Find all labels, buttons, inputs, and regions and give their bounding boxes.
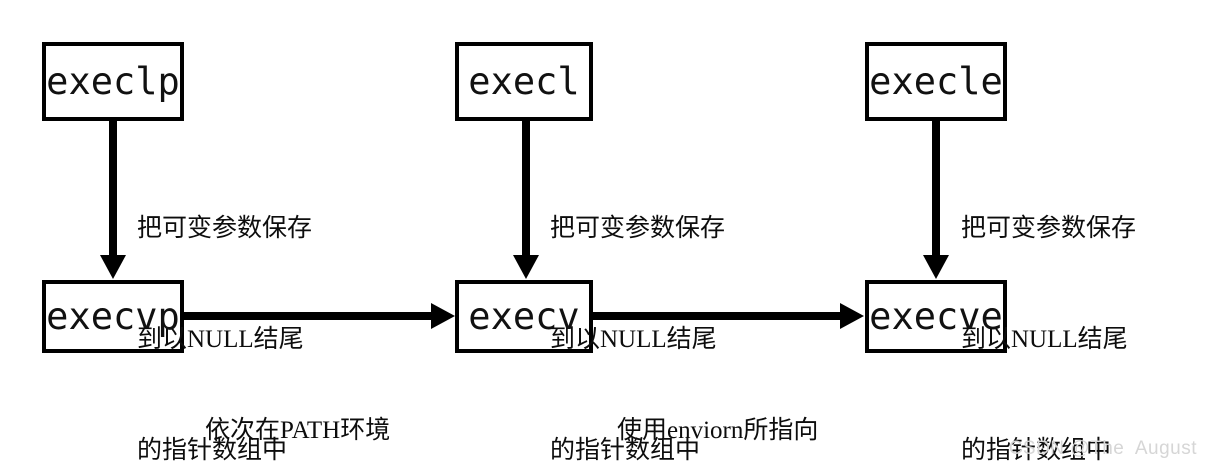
arrow-shaft [109,121,117,256]
edge-label-execl-to-execv: 把可变参数保存 到以NULL结尾 的指针数组中 [550,136,725,470]
node-execl-label: execl [468,60,580,103]
node-execve-label: execve [869,295,1003,338]
edge-label-execle-to-execve: 把可变参数保存 到以NULL结尾 的指针数组中 [961,136,1136,470]
edge-label-line: 到以NULL结尾 [137,326,304,353]
edge-label-line: 把可变参数保存 [961,215,1137,242]
edge-label-execvp-to-execv: 依次在PATH环境 变量指示的各目录 中查找该程序 [205,338,405,470]
node-execvp-label: execvp [46,295,180,338]
edge-label-line: 到以NULL结尾 [550,326,717,353]
edge-label-execlp-to-execvp: 把可变参数保存 到以NULL结尾 的指针数组中 [137,136,312,470]
edge-label-line: 到以NULL结尾 [961,326,1128,353]
node-execve[interactable]: execve [865,280,1007,353]
node-execle-label: execle [869,60,1003,103]
watermark-text: CSDN @The August [1008,438,1197,459]
node-execvp[interactable]: execvp [42,280,184,353]
arrow-head [513,255,539,279]
node-execl[interactable]: execl [455,42,593,121]
arrow-head [840,303,864,329]
arrow-head [100,255,126,279]
arrow-shaft [932,121,940,256]
arrow-head [923,255,949,279]
arrow-head [431,303,455,329]
edge-label-line: 使用enviorn所指向 [617,417,819,444]
node-execv-label: execv [468,295,580,338]
node-execv[interactable]: execv [455,280,593,353]
arrow-shaft [522,121,530,256]
edge-label-line: 依次在PATH环境 [205,417,391,444]
edge-label-line: 把可变参数保存 [137,215,313,242]
edge-label-line: 的指针数组中 [550,437,701,464]
edge-label-line: 的指针数组中 [137,437,288,464]
edge-label-line: 的指针数组中 [961,437,1112,464]
arrow-shaft [184,312,432,320]
node-execle[interactable]: execle [865,42,1007,121]
arrow-shaft [593,312,841,320]
node-execlp[interactable]: execlp [42,42,184,121]
edge-label-line: 把可变参数保存 [550,215,726,242]
edge-label-execv-to-execve: 使用enviorn所指向 的当前环境变量表 [617,338,818,470]
node-execlp-label: execlp [46,60,180,103]
